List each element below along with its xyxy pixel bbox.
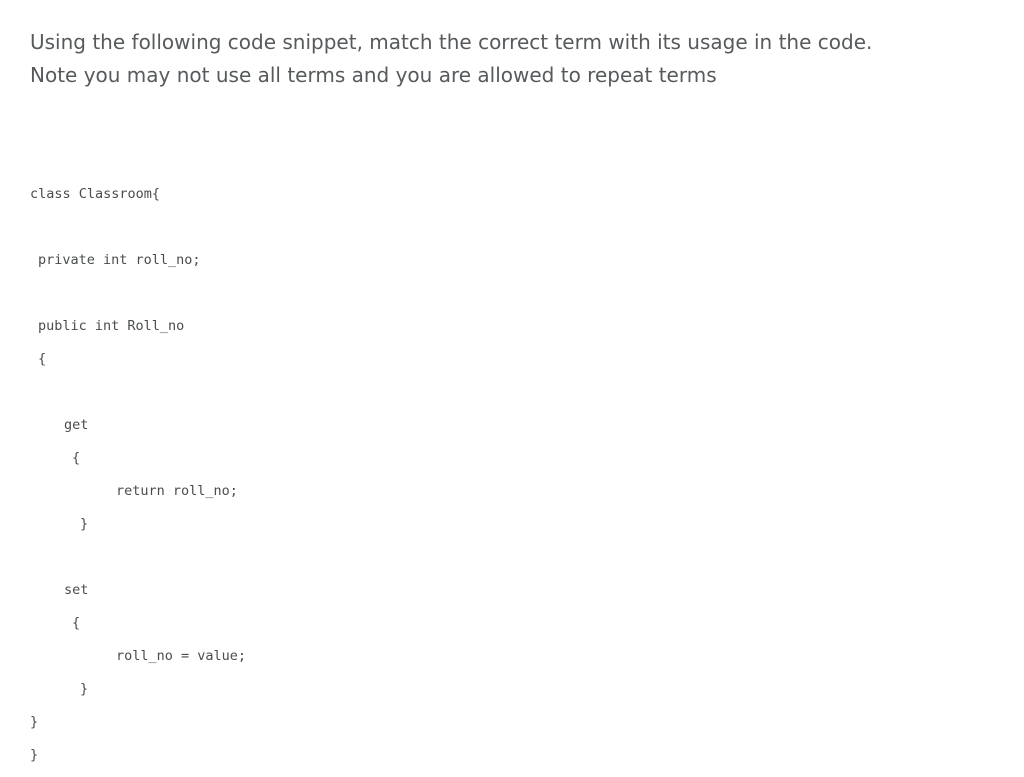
prompt-line-1: Using the following code snippet, match … — [30, 30, 873, 54]
code-property-open-brace: { — [38, 351, 47, 367]
code-set-close-brace: } — [80, 681, 89, 697]
question-prompt: Using the following code snippet, match … — [30, 26, 990, 92]
code-set-open-brace: { — [72, 615, 81, 631]
prompt-line-2: Note you may not use all terms and you a… — [30, 63, 717, 87]
code-public-property: public int Roll_no — [38, 318, 185, 334]
code-set-keyword: set — [64, 582, 89, 598]
code-class-declaration: class Classroom{ — [30, 186, 161, 202]
code-property-close-brace: } — [30, 714, 39, 730]
code-get-keyword: get — [64, 417, 89, 433]
code-set-assignment: roll_no = value; — [116, 648, 247, 664]
code-private-field: private int roll_no; — [38, 252, 201, 268]
code-class-close-brace: } — [30, 747, 39, 763]
code-get-return: return roll_no; — [116, 483, 238, 499]
code-get-close-brace: } — [80, 516, 89, 532]
code-get-open-brace: { — [72, 450, 81, 466]
